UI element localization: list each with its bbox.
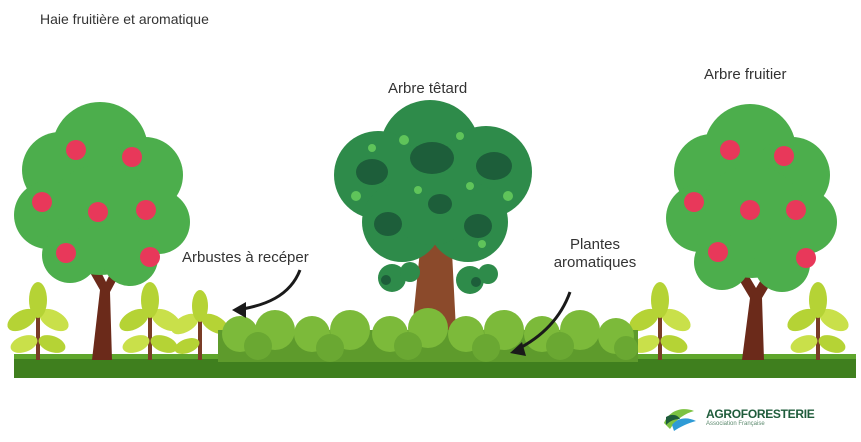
label-plantes-aromatiques: Plantes aromatiques [520, 236, 670, 272]
logo-leaf-icon [660, 403, 700, 433]
label-arbre-fruitier-text: Arbre fruitier [704, 66, 787, 84]
label-plantes-line1: Plantes [520, 236, 670, 254]
logo-subtitle: Association Française [706, 421, 765, 427]
agroforesterie-logo: AGROFORESTERIE Association Française [660, 403, 840, 433]
label-arbre-tetard-text: Arbre têtard [388, 80, 467, 98]
diagram-title: Haie fruitière et aromatique [40, 10, 209, 28]
shrubs-right [626, 282, 853, 360]
aromatic-hedge [218, 308, 638, 362]
shrubs-left [4, 282, 232, 360]
label-plantes-line2: aromatiques [520, 254, 670, 272]
logo-name: AGROFORESTERIE [706, 407, 814, 421]
pollard-tree [334, 100, 532, 330]
label-arbustes: Arbustes à recéper [182, 249, 309, 267]
arrow-arbustes [232, 270, 300, 318]
